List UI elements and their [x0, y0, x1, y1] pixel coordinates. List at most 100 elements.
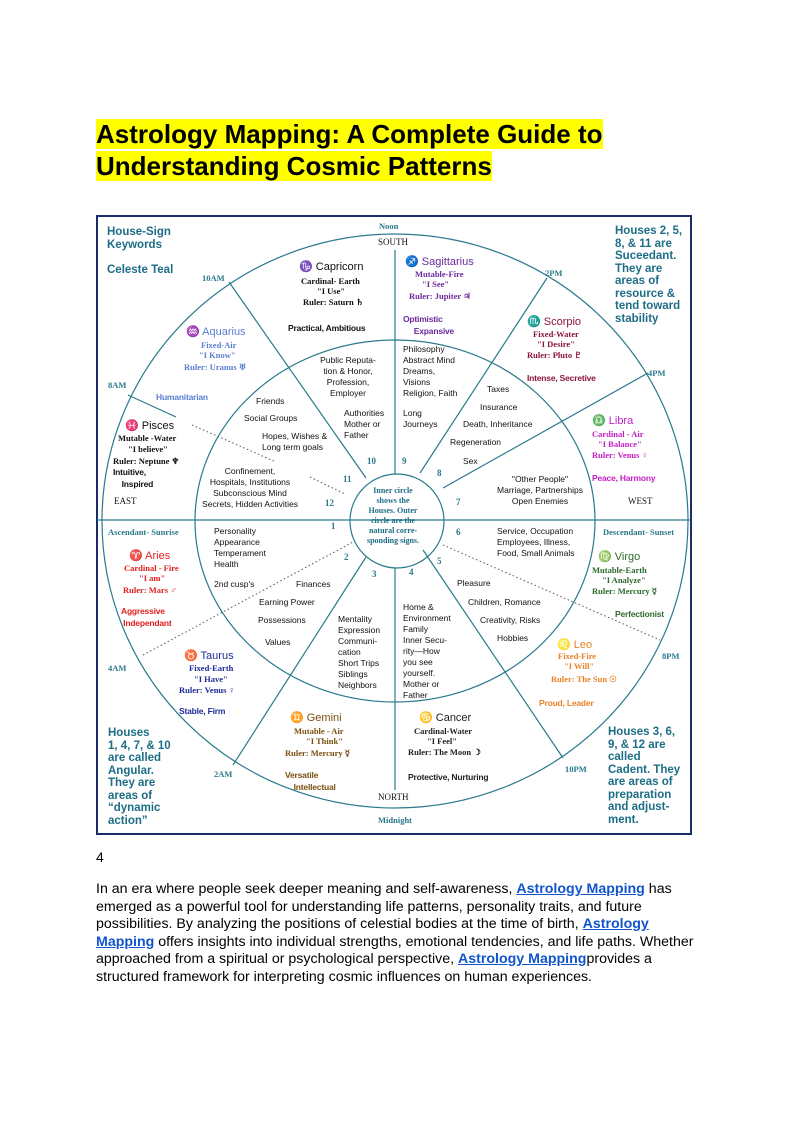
page-title: Astrology Mapping: A Complete Guide to U…	[96, 119, 603, 181]
cusp-8am-dotted-inner	[309, 476, 346, 495]
time-4pm: 4PM	[648, 368, 666, 378]
sign-taurus-name: ♉ Taurus	[184, 650, 234, 662]
astrology-wheel-diagram	[96, 215, 692, 835]
house-text-h5c: Creativity, Risks	[480, 615, 541, 625]
house-text-h8d: Regeneration	[450, 437, 502, 447]
time-4am: 4AM	[108, 663, 127, 673]
time-8pm: 8PM	[662, 651, 680, 661]
cusp-4pm	[442, 372, 649, 489]
sign-cancer-quality: Cardinal-Water	[414, 726, 473, 736]
sign-libra-quality: Cardinal - Air	[592, 429, 644, 439]
sign-gemini-quality: Mutable - Air	[294, 726, 344, 736]
house-number-1: 1	[331, 521, 336, 531]
sign-cancer-ruler: Ruler: The Moon ☽	[408, 747, 481, 757]
sign-scorpio-traits: Intense, Secretive	[527, 373, 596, 383]
sign-taurus-traits: Stable, Firm	[179, 706, 226, 716]
sign-aquarius-name: ♒ Aquarius	[186, 326, 246, 338]
house-text-h7: "Other People" Marriage, Partnerships Op…	[497, 474, 583, 506]
sign-scorpio-quality: Fixed-Water	[533, 329, 579, 339]
house-text-h11c: Hopes, Wishes & Long term goals	[262, 431, 328, 452]
cusp-8am-dotted	[191, 424, 277, 463]
ascendant-label: Ascendant- Sunrise	[108, 527, 179, 537]
sign-capricorn-quality: Cardinal- Earth	[301, 276, 360, 286]
sign-sagittarius-name: ♐ Sagittarius	[405, 256, 474, 268]
sign-scorpio-motto: "I Desire"	[537, 339, 575, 349]
house-text-h8a: Taxes	[487, 384, 510, 394]
sign-aquarius-traits: Humanitarian	[156, 392, 208, 402]
time-2am: 2AM	[214, 769, 233, 779]
sign-taurus-ruler: Ruler: Venus ♀	[179, 685, 235, 695]
house-number-6: 6	[456, 527, 461, 537]
paragraph-text: offers insights into individual strength…	[96, 933, 694, 968]
house-number-10: 10	[367, 456, 376, 466]
sign-virgo-ruler: Ruler: Mercury ☿	[592, 586, 658, 596]
house-number-8: 8	[437, 468, 442, 478]
sign-aries-ruler: Ruler: Mars ♂	[123, 585, 177, 595]
sign-capricorn-name: ♑ Capricorn	[299, 261, 364, 273]
house-text-h10: Public Reputa- tion & Honor, Profession,…	[320, 355, 376, 398]
sign-leo-name: ♌ Leo	[557, 639, 593, 651]
sign-gemini-name: ♊ Gemini	[290, 712, 342, 724]
sign-aries-quality: Cardinal - Fire	[124, 563, 179, 573]
midnight-label: Midnight	[378, 815, 413, 825]
sign-libra-motto: "I Balance"	[598, 439, 642, 449]
sign-leo-traits: Proud, Leader	[539, 698, 594, 708]
house-text-h4: Home & Environment Family Inner Secu- ri…	[403, 602, 451, 700]
paragraph-text: In an era where people seek deeper meani…	[96, 881, 517, 897]
diagram-heading: House-Sign Keywords	[107, 226, 171, 251]
house-text-h11b: Social Groups	[244, 413, 298, 423]
cusp-10am	[228, 281, 367, 479]
house-text-h8b: Insurance	[480, 402, 518, 412]
descendant-label: Descendant- Sunset	[603, 527, 675, 537]
sign-virgo-name: ♍ Virgo	[598, 551, 641, 563]
sign-libra-ruler: Ruler: Venus ♀	[592, 450, 648, 460]
time-10am: 10AM	[202, 273, 225, 283]
house-text-h11a: Friends	[256, 396, 285, 406]
house-text-h8e: Sex	[463, 456, 478, 466]
cusp-2am	[232, 556, 367, 766]
outer-sign-circle	[101, 233, 689, 809]
succedant-note: Houses 2, 5, 8, & 11 are Suceedant. They…	[615, 225, 683, 325]
house-text-h2a: Finances	[296, 579, 331, 589]
astrology-mapping-link[interactable]: Astrology Mapping	[516, 881, 645, 897]
paragraph-text: has emerged as a powerful tool for under…	[96, 881, 672, 933]
house-number-9: 9	[402, 456, 407, 466]
house-text-h9: Philosophy Abstract Mind Dreams, Visions…	[403, 344, 458, 398]
house-text-h1: Personality Appearance Temperament Healt…	[214, 526, 266, 569]
sign-libra-name: ♎ Libra	[592, 415, 634, 427]
house-number-3: 3	[372, 569, 377, 579]
house-number-12: 12	[325, 498, 334, 508]
sign-gemini-motto: "I Think"	[306, 736, 343, 746]
sign-aquarius-ruler: Ruler: Uranus ♅	[184, 362, 247, 372]
sign-sagittarius-motto: "I See"	[422, 279, 450, 289]
sign-scorpio-name: ♏ Scorpio	[527, 316, 582, 328]
noon-label: Noon	[379, 221, 399, 231]
astrology-mapping-link[interactable]: Astrology Mapping	[457, 951, 587, 968]
time-2pm: 2PM	[545, 268, 563, 278]
house-text-h9b: Long Journeys	[403, 408, 438, 429]
cusp-8am	[127, 394, 177, 418]
sign-cancer-motto: "I Feel"	[427, 736, 457, 746]
sign-pisces-ruler: Ruler: Neptune ♆	[113, 456, 180, 466]
house-text-h2d: Values	[265, 637, 291, 647]
house-text-h2b: Earning Power	[259, 597, 315, 607]
sign-capricorn-traits: Practical, Ambitious	[288, 323, 366, 333]
sign-aries-traits: Aggressive Independant	[121, 606, 172, 628]
sign-leo-ruler: Ruler: The Sun ☉	[551, 674, 617, 684]
astrology-mapping-link[interactable]: Astrology Mapping	[96, 916, 649, 950]
sign-aquarius-motto: "I Know"	[199, 350, 236, 360]
intro-paragraph: In an era where people seek deeper meani…	[96, 881, 701, 987]
sign-cancer-name: ♋ Cancer	[419, 712, 472, 724]
sign-gemini-ruler: Ruler: Mercury ☿	[285, 748, 351, 758]
sign-sagittarius-traits: Optimistic Expansive	[403, 314, 455, 336]
cusp-10pm	[422, 549, 564, 759]
time-10pm: 10PM	[565, 764, 587, 774]
time-8am: 8AM	[108, 380, 127, 390]
sign-virgo-motto: "I Analyze"	[602, 575, 646, 585]
center-circle	[349, 473, 445, 569]
sign-capricorn-ruler: Ruler: Saturn ♄	[303, 297, 364, 307]
house-text-h2c: Possessions	[258, 615, 306, 625]
sign-aries-name: ♈ Aries	[129, 550, 171, 562]
south-label: SOUTH	[378, 237, 409, 247]
